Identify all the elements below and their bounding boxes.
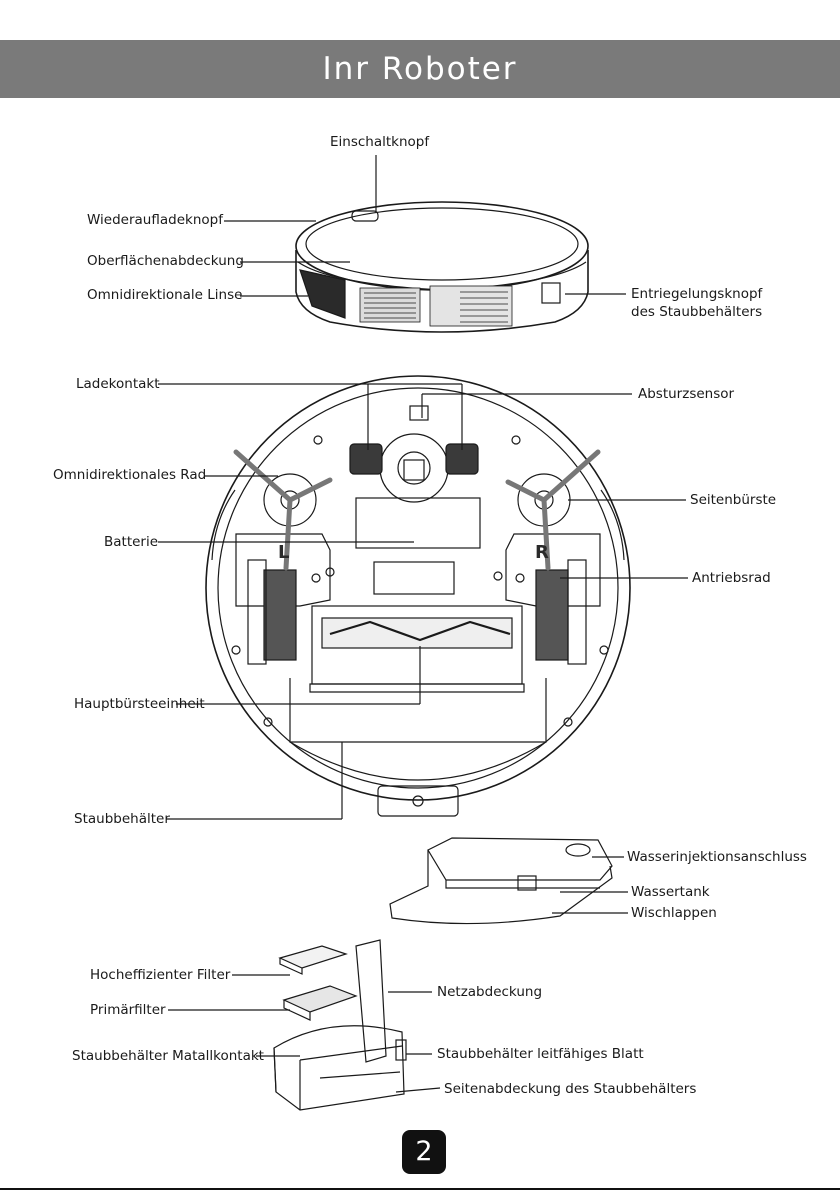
- label-bin-conductive-sheet: Staubbehälter leitfähiges Blatt: [437, 1046, 644, 1062]
- top-vent-grilles: [359, 285, 513, 327]
- label-recharge-button: Wiederaufladeknopf: [87, 212, 223, 228]
- robot-bottom-view-illustration: [205, 375, 631, 817]
- label-bin-release-line2: des Staubbehälters: [631, 304, 763, 320]
- label-charge-contact: Ladekontakt: [76, 376, 160, 392]
- primary-filter-shape: [282, 985, 358, 1013]
- label-dust-bin: Staubbehälter: [74, 811, 170, 827]
- label-cliff-sensor: Absturzsensor: [638, 386, 735, 402]
- label-bin-release-line1: Entriegelungsknopf: [631, 286, 763, 302]
- label-omni-wheel: Omnidirektionales Rad: [53, 467, 207, 483]
- hepa-filter-shape: [278, 945, 348, 969]
- right-wheel-mark: R: [535, 542, 549, 563]
- header-banner: Inr Roboter: [0, 40, 840, 98]
- bottom-rule: [0, 1188, 840, 1190]
- dust-bin-illustration: [273, 939, 407, 1111]
- label-omni-lens: Omnidirektionale Linse: [87, 287, 243, 303]
- page-number-badge: 2: [402, 1130, 446, 1174]
- power-button-shape: [351, 210, 379, 222]
- label-mop: Wischlappen: [631, 905, 717, 921]
- mesh-cover-shape: [355, 939, 387, 1063]
- label-primary-filter: Primärfilter: [90, 1002, 166, 1018]
- robot-top-view-illustration: [295, 201, 589, 333]
- label-main-brush: Hauptbürsteeinheit: [74, 696, 205, 712]
- omni-lens-shape: [299, 269, 346, 319]
- label-surface-cover: Oberflächenabdeckung: [87, 253, 244, 269]
- label-battery: Batterie: [104, 534, 159, 550]
- label-hepa-filter: Hocheffizienter Filter: [90, 967, 231, 983]
- label-water-tank: Wassertank: [631, 884, 710, 900]
- label-drive-wheel: Antriebsrad: [692, 570, 771, 586]
- label-bin-side-cover: Seitenabdeckung des Staubbehälters: [444, 1081, 697, 1097]
- page-title: Inr Roboter: [322, 51, 518, 87]
- left-wheel-mark: L: [278, 542, 289, 563]
- label-mesh-cover: Netzabdeckung: [437, 984, 543, 1000]
- label-water-inlet: Wasserinjektionsanschluss: [627, 849, 807, 865]
- label-power-button: Einschaltknopf: [330, 134, 430, 150]
- bin-release-button-shape: [541, 282, 561, 304]
- label-bin-metal-contact: Staubbehälter Matallkontakt: [72, 1048, 264, 1064]
- water-tank-illustration: [389, 837, 613, 925]
- label-side-brush: Seitenbürste: [690, 492, 777, 508]
